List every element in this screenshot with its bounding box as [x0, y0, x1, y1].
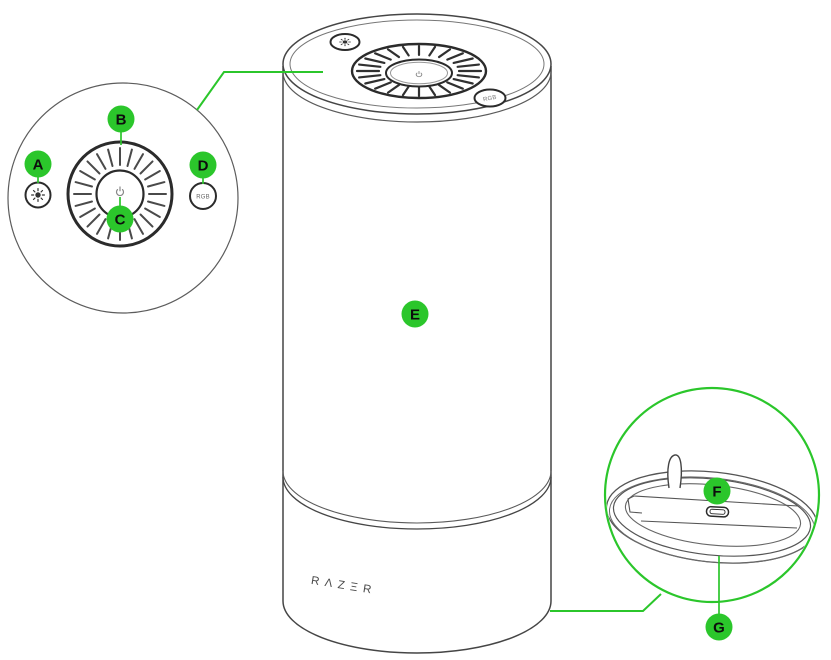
callout-e-badge: E — [401, 300, 429, 328]
callout-f-badge: F — [703, 477, 731, 505]
callout-c-badge: C — [106, 205, 134, 233]
top-face-inner-edge — [289, 19, 545, 109]
top-panel-detail-view: RGB — [7, 82, 239, 314]
callout-b-badge: B — [107, 105, 135, 133]
bottom-detail-connector-line — [550, 593, 662, 612]
rgb-button-3d-label: RGB — [483, 95, 498, 104]
cable-hook-icon — [667, 454, 683, 489]
callout-c-label: C — [115, 211, 126, 228]
base-plate-notch — [627, 495, 643, 514]
callout-d-label: D — [198, 157, 209, 174]
base-seam-upper — [282, 470, 552, 524]
callout-a-badge: A — [24, 150, 52, 178]
callout-e-label: E — [410, 306, 420, 323]
base-plate-chord-bottom — [640, 520, 798, 529]
callout-badges: A B C D E F G — [24, 105, 733, 641]
callout-g-label: G — [713, 619, 725, 636]
rgb-button-label: RGB — [196, 194, 210, 200]
body-bottom-edge — [282, 600, 552, 654]
base-seam-lower — [282, 476, 552, 530]
top-panel-3d: RGB — [329, 33, 507, 108]
brightness-sun-icon — [31, 188, 46, 202]
top-detail-connector-line — [196, 71, 323, 111]
speaker-body — [282, 13, 552, 654]
power-button-3d-inner — [390, 61, 448, 85]
top-rim — [282, 71, 552, 123]
callout-g-badge: G — [705, 613, 733, 641]
callout-lines — [37, 71, 720, 614]
micro-usb-port-icon — [705, 505, 730, 518]
callout-f-label: F — [712, 483, 721, 500]
callout-d-badge: D — [189, 151, 217, 179]
rgb-button-3d — [473, 88, 507, 108]
brand-wordmark: RΛZΞR — [310, 575, 377, 597]
base-view-art — [606, 409, 818, 564]
brightness-sun-icon — [339, 37, 351, 47]
callout-b-label: B — [116, 111, 127, 128]
callout-a-label: A — [33, 156, 44, 173]
